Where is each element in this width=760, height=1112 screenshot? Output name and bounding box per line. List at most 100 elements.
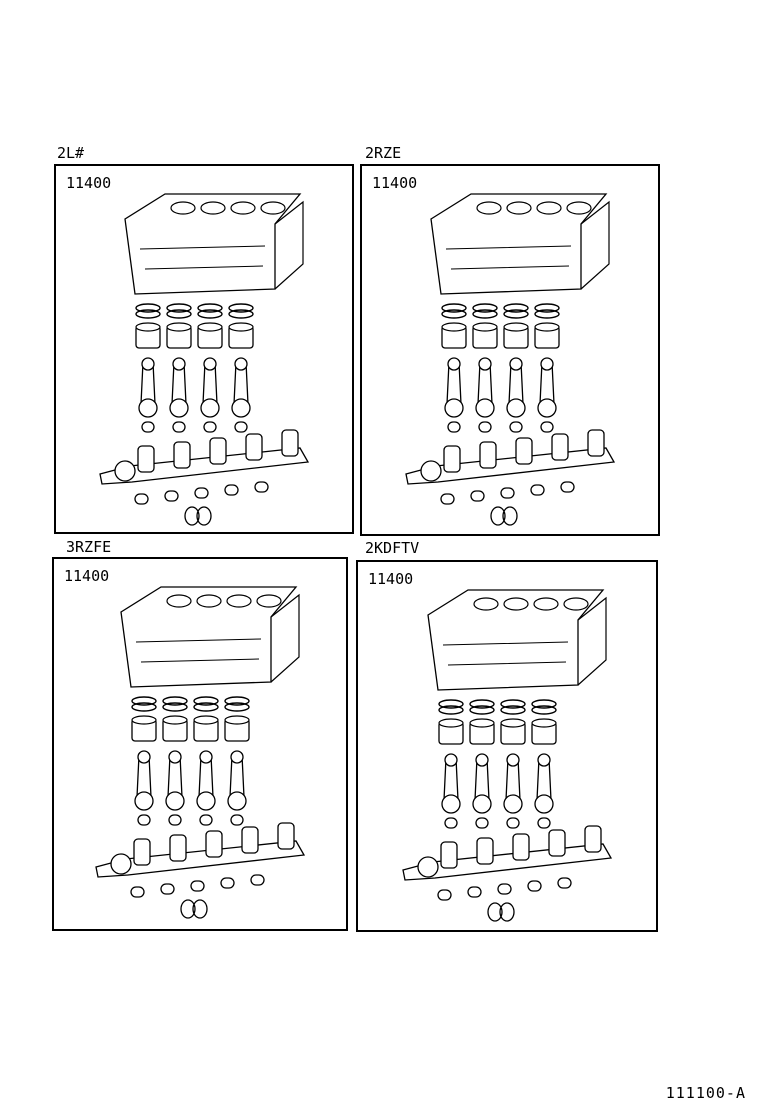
bearing <box>540 421 554 433</box>
crank-counterweight <box>476 837 494 865</box>
cylinder-bore <box>503 597 529 611</box>
rod-big-end <box>165 791 185 811</box>
block-side <box>577 596 607 686</box>
main-bearing <box>497 883 512 895</box>
piston-ring <box>472 309 498 319</box>
bearing <box>172 421 186 433</box>
panel-4[interactable]: 11400 <box>356 560 658 932</box>
rod-big-end <box>138 398 158 418</box>
crank-counterweight <box>512 833 530 861</box>
main-bearing <box>254 481 269 493</box>
block-ribs <box>445 245 572 270</box>
crank-counterweight <box>169 834 187 862</box>
main-bearing <box>250 874 265 886</box>
piston-ring <box>193 696 219 706</box>
part-number-2: 11400 <box>372 174 418 192</box>
piston-ring <box>469 705 495 715</box>
bearing <box>478 421 492 433</box>
piston-crown <box>531 718 557 728</box>
piston-ring <box>135 303 161 313</box>
piston-ring <box>531 705 557 715</box>
piston-ring <box>472 303 498 313</box>
block-side <box>274 200 304 290</box>
rod-small-end <box>478 357 492 371</box>
piston-crown <box>500 718 526 728</box>
rod-small-end <box>137 750 151 764</box>
bearing <box>475 817 489 829</box>
cylinder-bore <box>170 201 196 215</box>
rod-big-end <box>200 398 220 418</box>
main-bearing <box>130 886 145 898</box>
piston-ring <box>162 696 188 706</box>
piston-ring <box>193 702 219 712</box>
bearing <box>234 421 248 433</box>
piston-crown <box>162 715 188 725</box>
piston-ring <box>135 309 161 319</box>
cylinder-bore <box>563 597 589 611</box>
part-number-1: 11400 <box>66 174 112 192</box>
panel-1[interactable]: 11400 <box>54 164 354 534</box>
rod-small-end <box>444 753 458 767</box>
main-bearing <box>160 883 175 895</box>
main-bearing <box>530 484 545 496</box>
exploded-view <box>405 193 616 526</box>
piston-ring <box>166 309 192 319</box>
piston-ring <box>500 705 526 715</box>
piston-ring <box>503 309 529 319</box>
bearing <box>537 817 551 829</box>
rod-big-end <box>475 398 495 418</box>
panel-3[interactable]: 11400 <box>52 557 348 931</box>
rod-small-end <box>168 750 182 764</box>
rod-small-end <box>141 357 155 371</box>
crank-counterweight <box>173 441 191 469</box>
panel-2[interactable]: 11400 <box>360 164 660 536</box>
piston-ring <box>228 303 254 313</box>
block-side <box>580 200 610 290</box>
crank-pulley-end <box>110 853 132 875</box>
rod-big-end <box>506 398 526 418</box>
crank-counterweight <box>137 445 155 473</box>
piston-crown <box>469 718 495 728</box>
bearing <box>168 814 182 826</box>
rod-small-end <box>234 357 248 371</box>
thrust-washer <box>180 899 196 919</box>
piston-ring <box>228 309 254 319</box>
piston-crown <box>135 322 161 332</box>
bearing <box>203 421 217 433</box>
rod-big-end <box>441 794 461 814</box>
piston-ring <box>469 699 495 709</box>
piston-ring <box>500 699 526 709</box>
main-bearing <box>220 877 235 889</box>
rod-big-end <box>169 398 189 418</box>
crank-counterweight <box>548 829 566 857</box>
rod-big-end <box>231 398 251 418</box>
piston-ring <box>438 699 464 709</box>
rod-small-end <box>203 357 217 371</box>
engine-label-1: 2L# <box>57 144 85 162</box>
crank-counterweight <box>551 433 569 461</box>
thrust-washer <box>487 902 503 922</box>
crank-counterweight <box>584 825 602 853</box>
crank-counterweight <box>241 826 259 854</box>
piston-ring <box>534 309 560 319</box>
piston-crown <box>472 322 498 332</box>
rod-small-end <box>199 750 213 764</box>
rod-big-end <box>227 791 247 811</box>
piston-ring <box>438 705 464 715</box>
crank-counterweight <box>281 429 299 457</box>
crank-pulley-end <box>417 856 439 878</box>
main-bearing <box>164 490 179 502</box>
crank-counterweight <box>440 841 458 869</box>
piston-crown <box>534 322 560 332</box>
piston-crown <box>441 322 467 332</box>
thrust-washer <box>490 506 506 526</box>
piston-ring <box>224 696 250 706</box>
thrust-washer <box>502 506 518 526</box>
main-bearing <box>190 880 205 892</box>
rod-big-end <box>134 791 154 811</box>
rod-small-end <box>537 753 551 767</box>
crank-counterweight <box>277 822 295 850</box>
engine-label-2: 2RZE <box>365 144 402 162</box>
crank-counterweight <box>209 437 227 465</box>
main-bearing <box>440 493 455 505</box>
